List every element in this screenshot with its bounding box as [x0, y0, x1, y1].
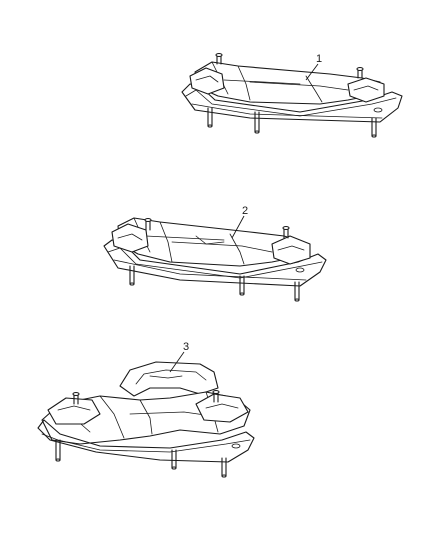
callout-2: 2: [231, 205, 248, 239]
callout-1-label: 1: [316, 53, 322, 65]
callout-3: 3: [169, 341, 189, 373]
callout-3-label: 3: [183, 341, 189, 353]
callout-1: 1: [305, 53, 322, 81]
callout-2-label: 2: [242, 205, 248, 217]
part-3-transmission-mount: [37, 361, 255, 478]
part-2-transmission-mount: [103, 217, 327, 302]
part-1-transmission-mount: [181, 52, 403, 138]
